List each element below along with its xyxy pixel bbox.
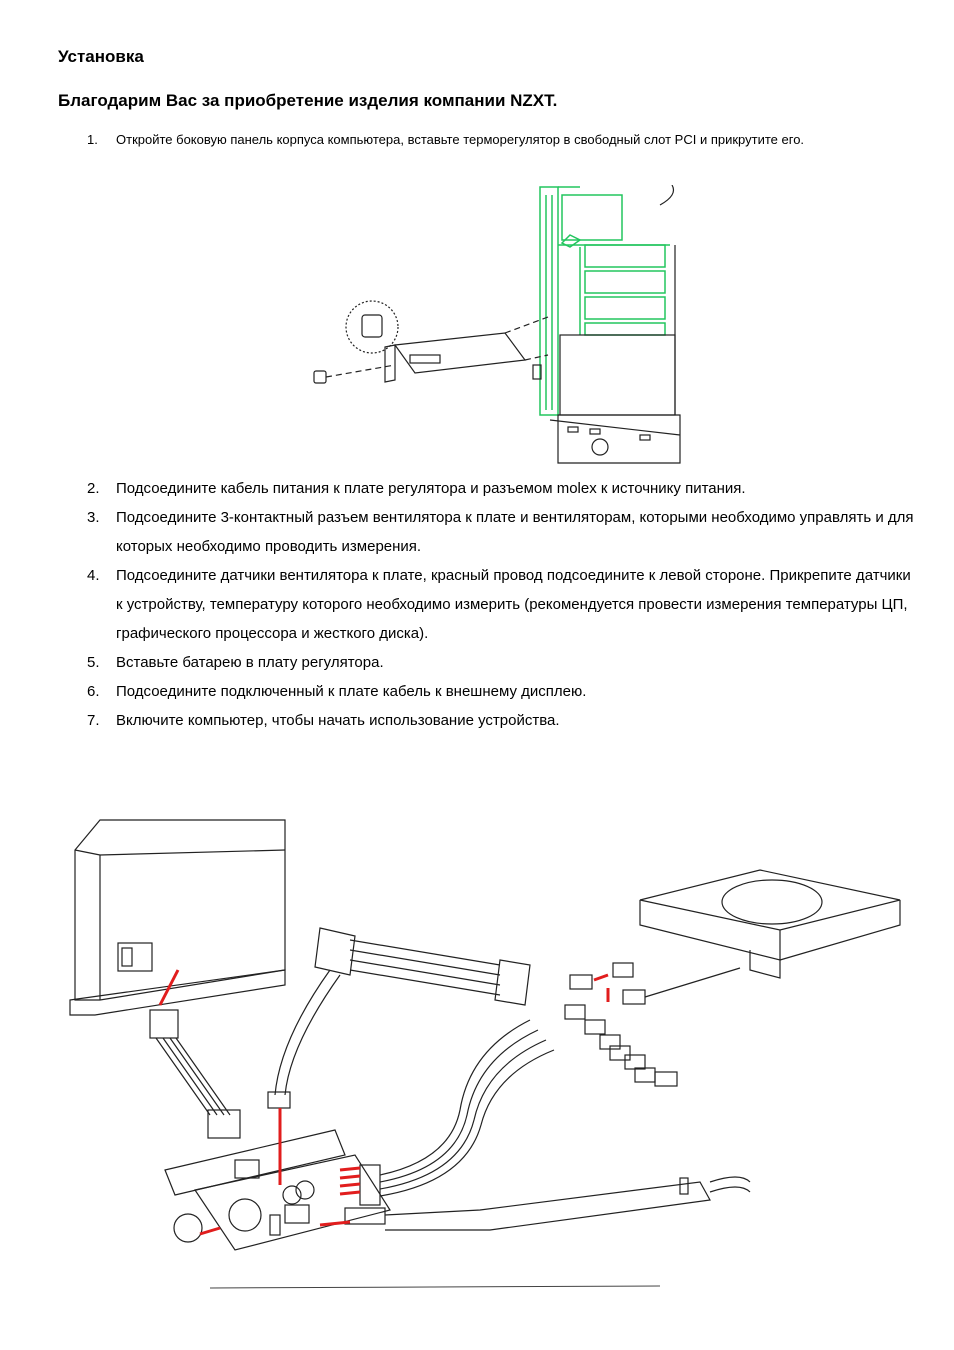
step-text: Вставьте батарею в плату регулятора. [116,654,384,671]
step-7: 7. Включите компьютер, чтобы начать испол… [87,706,917,735]
step-number: 2. [87,480,100,497]
step-text: Подсоедините подключенный к плате кабель… [116,683,587,700]
step-number: 4. [87,567,100,584]
step-number: 5. [87,654,100,671]
step-text: Подсоедините 3-контактный разъем вентиля… [116,509,914,555]
step-number: 3. [87,509,100,526]
wiring-illustration [69,819,901,1289]
step-2: 2. Подсоедините кабель питания к плате ре… [87,474,917,503]
step-4: 4. Подсоедините датчики вентилятора к пла… [87,561,917,648]
step-text: Откройте боковую панель корпуса компьюте… [116,132,805,147]
step-3: 3. Подсоедините 3-контактный разъем венти… [87,503,917,561]
step-number: 6. [87,683,100,700]
step-number: 7. [87,712,100,729]
step-text: Подсоедините датчики вентилятора к плате… [116,567,911,642]
thank-you-heading: Благодарим Вас за приобретение изделия к… [58,91,558,110]
steps-list: 2. Подсоедините кабель питания к плате ре… [87,474,917,735]
step-number: 1. [87,132,98,147]
step-5: 5. Вставьте батарею в плату регулятора. [87,648,917,677]
case-install-illustration [313,185,681,464]
step-text: Подсоедините кабель питания к плате регу… [116,480,746,497]
step-text: Включите компьютер, чтобы начать использ… [116,712,560,729]
step-6: 6. Подсоедините подключенный к плате кабе… [87,677,917,706]
section-heading: Установка [58,47,144,66]
step-1: 1. Откройте боковую панель корпуса компью… [87,132,804,147]
